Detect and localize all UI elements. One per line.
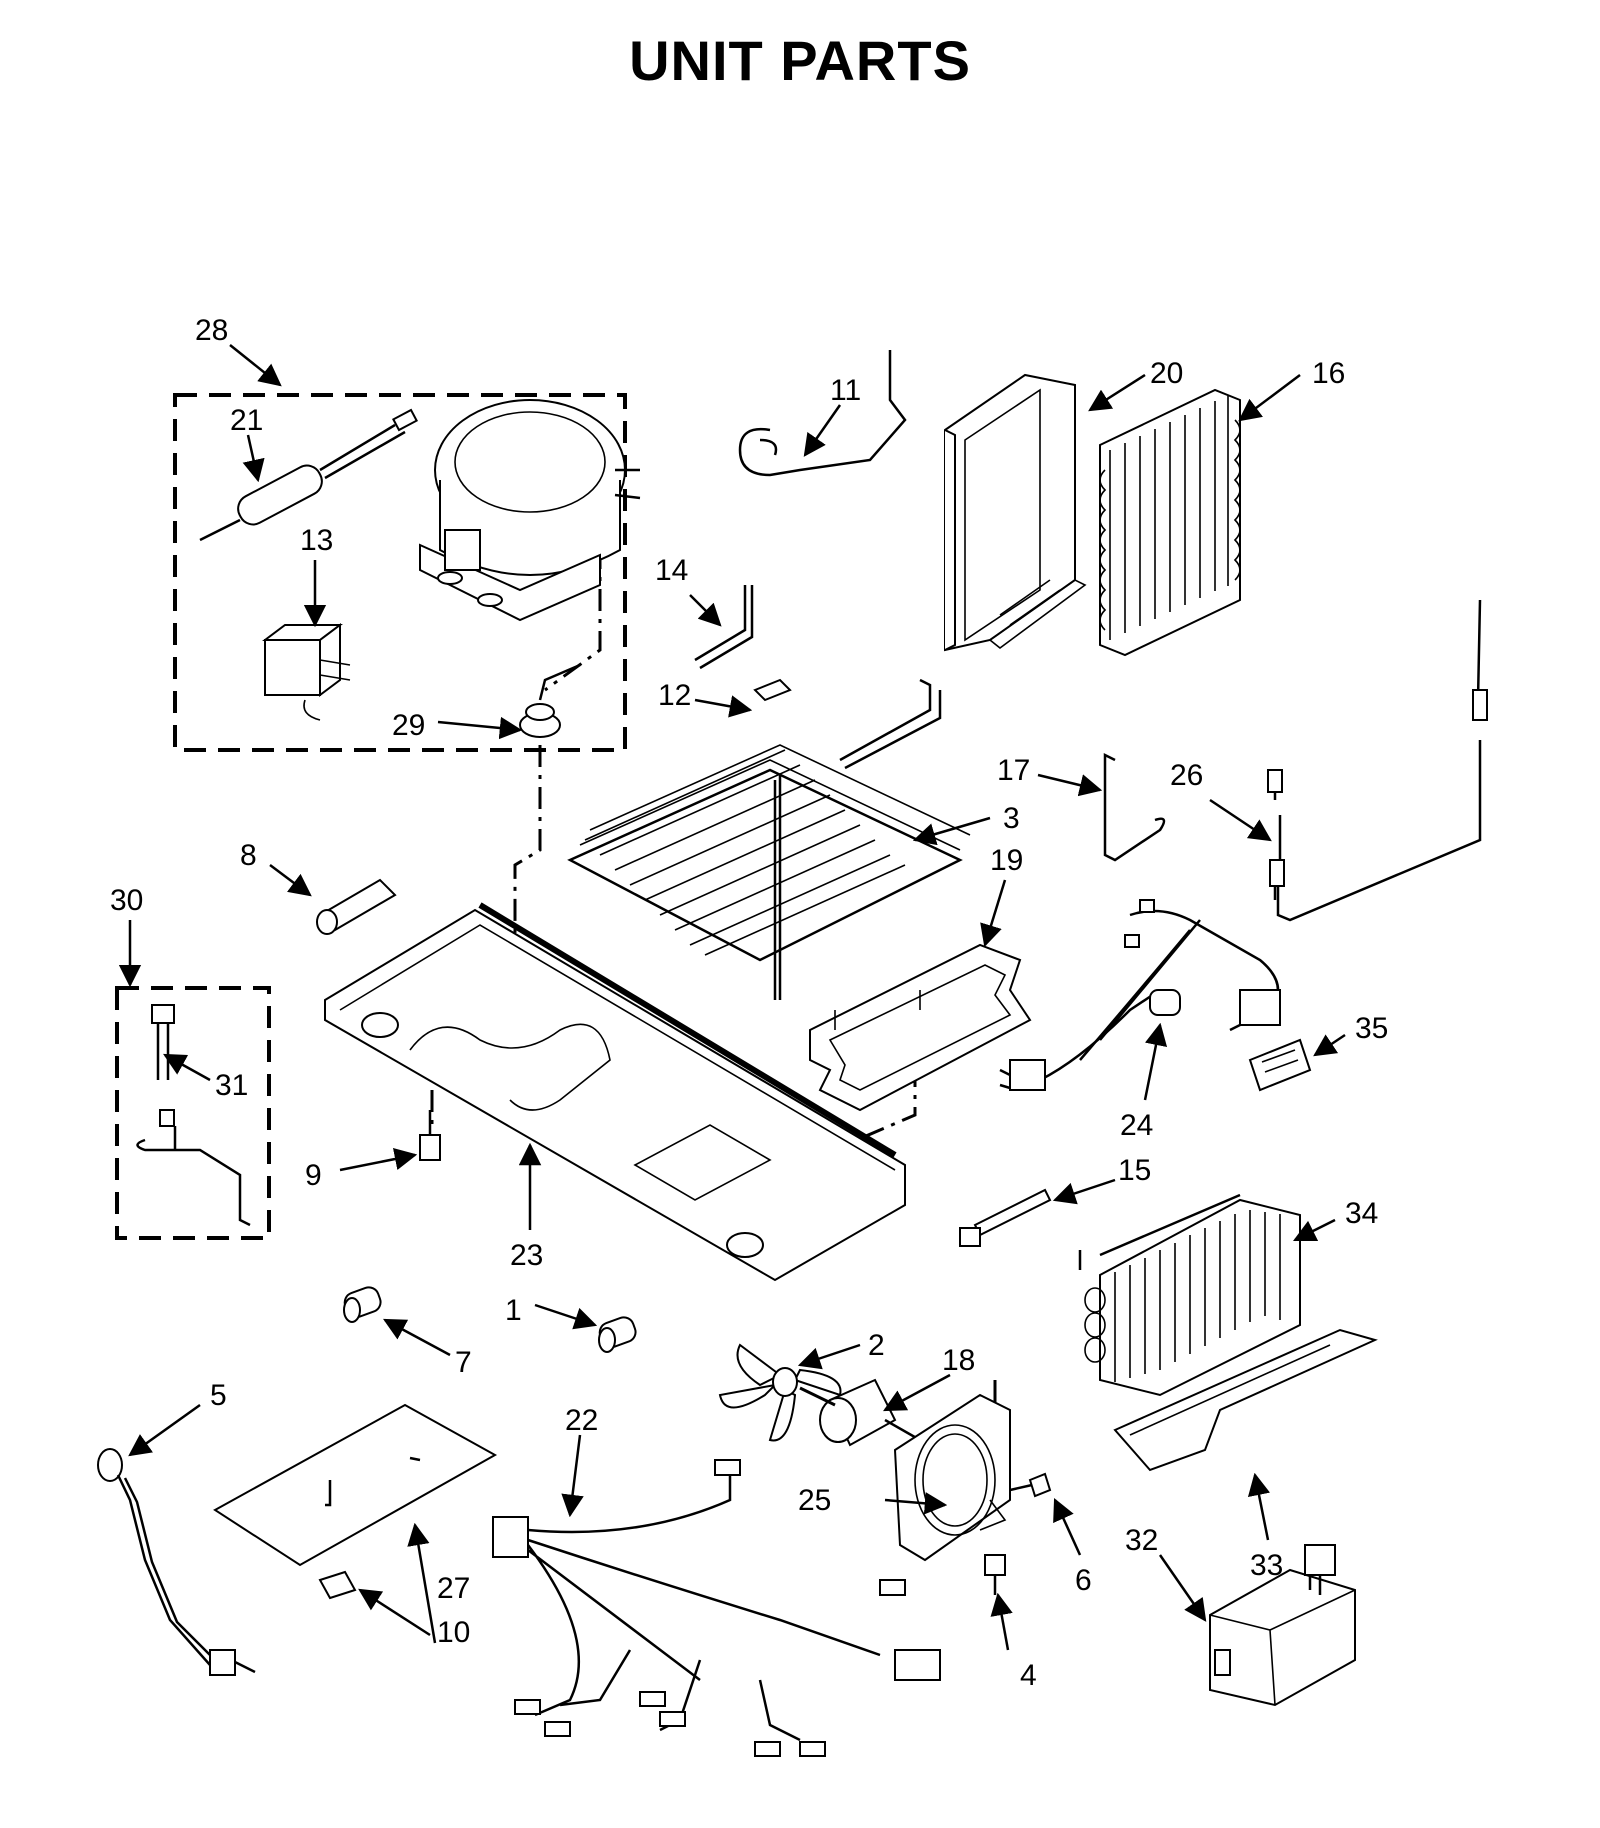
callout-5: 5 — [210, 1379, 227, 1412]
tube-part-8 — [316, 878, 397, 935]
callout-19: 19 — [990, 844, 1023, 877]
sensor-wire-part — [1267, 599, 1488, 922]
callout-9: 9 — [305, 1159, 322, 1192]
compressor-kit-box — [173, 393, 627, 752]
callout-14: 14 — [655, 554, 688, 587]
evaporator-part-34 — [1078, 1193, 1301, 1397]
base-plate-part — [324, 902, 906, 1282]
callout-16: 16 — [1312, 357, 1345, 390]
wire-harness-part-24 — [999, 899, 1281, 1091]
cable-tie-part — [959, 1188, 1052, 1247]
callout-11: 11 — [830, 374, 861, 407]
leader-lines — [118, 344, 1346, 1651]
callout-10: 10 — [437, 1616, 470, 1649]
condenser-shroud-part — [944, 373, 1087, 652]
callout-29: 29 — [392, 709, 425, 742]
callout-18: 18 — [942, 1344, 975, 1377]
callout-33: 33 — [1250, 1549, 1283, 1582]
label-part-35 — [1248, 1038, 1312, 1092]
filter-drier-part — [199, 408, 418, 542]
evaporator-cover-part — [1113, 1328, 1378, 1472]
compressor-part — [419, 399, 641, 622]
callout-17: 17 — [997, 754, 1030, 787]
control-box-part — [1209, 1544, 1356, 1707]
clip-part-10 — [318, 1570, 357, 1600]
screw-part-4 — [984, 1554, 1006, 1595]
callout-28: 28 — [195, 314, 228, 347]
callout-27: 27 — [437, 1572, 470, 1605]
callout-23: 23 — [510, 1239, 543, 1272]
callout-31: 31 — [215, 1069, 248, 1102]
callout-30: 30 — [110, 884, 143, 917]
fan-blade-part — [718, 1343, 842, 1442]
callout-26: 26 — [1170, 759, 1203, 792]
condenser-coil-part — [1099, 388, 1241, 657]
callout-35: 35 — [1355, 1012, 1388, 1045]
page-title: UNIT PARTS — [629, 29, 971, 92]
callout-15: 15 — [1118, 1154, 1151, 1187]
callout-8: 8 — [240, 839, 257, 872]
tube-part-14 — [694, 585, 754, 670]
screw-part-6 — [1009, 1472, 1052, 1498]
grommet-part-1 — [598, 1316, 637, 1353]
callout-34: 34 — [1345, 1197, 1378, 1230]
fan-shroud-part — [893, 1393, 1011, 1562]
callout-2: 2 — [868, 1329, 885, 1362]
callout-25: 25 — [798, 1484, 831, 1517]
tube-part-11 — [738, 350, 907, 477]
defrost-kit-box — [115, 986, 271, 1240]
callout-32: 32 — [1125, 1524, 1158, 1557]
wire-harness-part-5 — [97, 1448, 256, 1676]
grommet-part-7 — [343, 1286, 382, 1323]
evaporator-coil-part — [567, 678, 971, 1000]
fan-motor-part — [799, 1378, 921, 1447]
callout-4: 4 — [1020, 1659, 1037, 1692]
wire-harness-part-22 — [492, 1459, 941, 1757]
screw-part-9 — [419, 1110, 441, 1161]
callout-22: 22 — [565, 1404, 598, 1437]
callout-7: 7 — [455, 1346, 472, 1379]
callout-6: 6 — [1075, 1564, 1092, 1597]
callout-12: 12 — [658, 679, 691, 712]
drain-pan-part — [809, 943, 1032, 1112]
defrost-thermostat-part — [136, 1004, 251, 1227]
start-relay-part — [262, 623, 351, 721]
callout-20: 20 — [1150, 357, 1183, 390]
clip-part-12 — [753, 678, 792, 702]
callout-3: 3 — [1003, 802, 1020, 835]
callout-1: 1 — [505, 1294, 522, 1327]
callout-labels: 28 21 13 29 11 20 16 14 12 17 26 3 19 8 … — [110, 314, 1388, 1692]
shield-part — [213, 1403, 498, 1567]
callout-13: 13 — [300, 524, 333, 557]
grommet-part — [519, 663, 581, 738]
callout-24: 24 — [1120, 1109, 1153, 1142]
tube-part-17 — [1103, 752, 1166, 862]
callout-21: 21 — [230, 404, 263, 437]
